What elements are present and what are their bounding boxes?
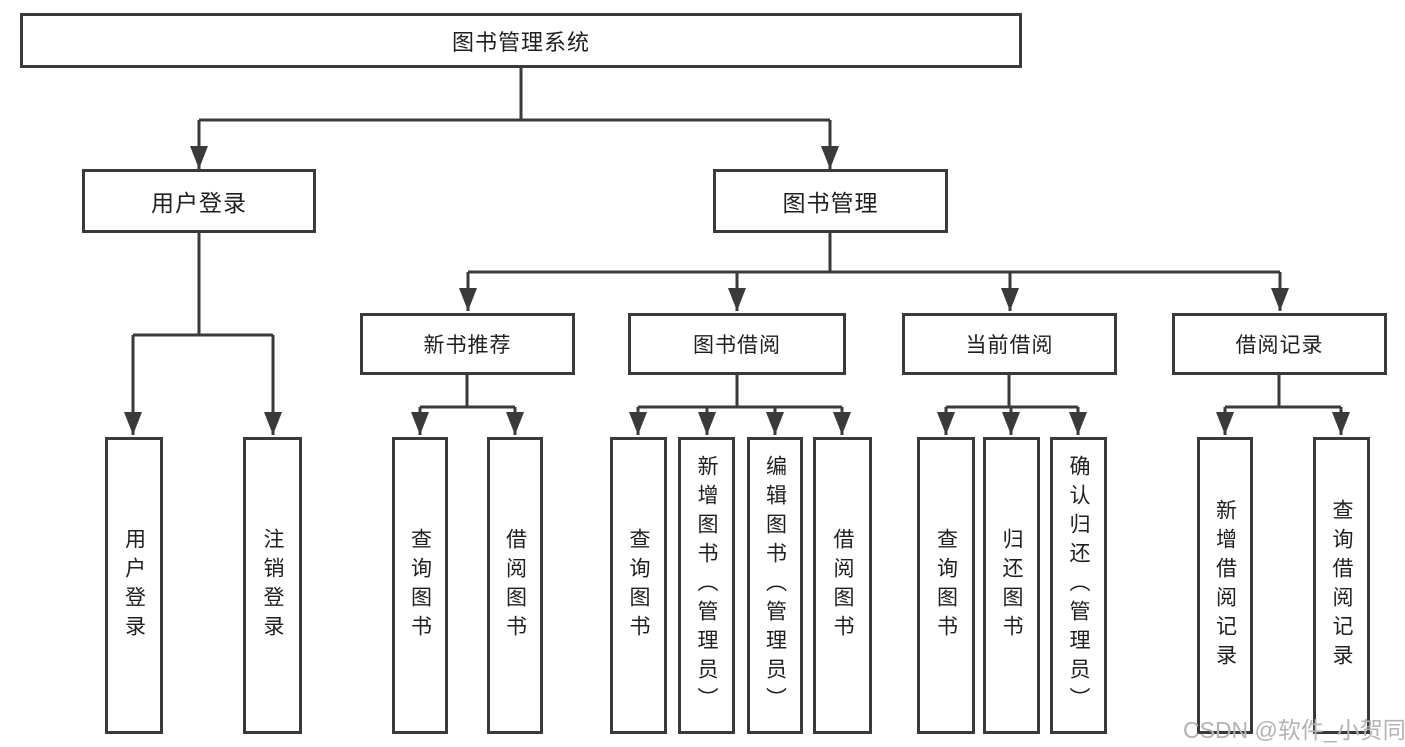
leaf-br-query-record-label: 查询借阅记录 — [1330, 498, 1353, 673]
csdn-watermark: CSDN @软件_小贺同学 — [1183, 717, 1405, 743]
leaf-cb-confirm-return-label: 确认归还（管理员） — [1067, 455, 1090, 716]
leaf-nbr-query-book-label: 查询图书 — [408, 527, 432, 644]
node-book-borrow: 图书借阅 — [628, 313, 846, 375]
leaf-user-login: 用户登录 — [105, 437, 163, 734]
leaf-bb-add-book: 新增图书（管理员） — [678, 437, 735, 734]
node-current-borrow: 当前借阅 — [902, 313, 1117, 375]
leaf-bb-add-book-label: 新增图书（管理员） — [695, 455, 718, 716]
leaf-cb-return-book-label: 归还图书 — [1000, 527, 1023, 644]
leaf-bb-borrow-book: 借阅图书 — [813, 437, 872, 734]
leaf-logout-label: 注销登录 — [261, 527, 284, 644]
node-root: 图书管理系统 — [20, 13, 1022, 68]
leaf-user-login-label: 用户登录 — [122, 527, 146, 644]
node-user-login-branch: 用户登录 — [82, 169, 316, 233]
leaf-nbr-borrow-book: 借阅图书 — [487, 437, 543, 734]
leaf-logout: 注销登录 — [243, 437, 302, 734]
leaf-bb-borrow-book-label: 借阅图书 — [831, 527, 854, 644]
leaf-br-add-record-label: 新增借阅记录 — [1213, 498, 1237, 673]
leaf-cb-query-book: 查询图书 — [917, 437, 975, 734]
leaf-nbr-borrow-book-label: 借阅图书 — [503, 527, 527, 644]
leaf-cb-return-book: 归还图书 — [983, 437, 1040, 734]
leaf-bb-edit-book-label: 编辑图书（管理员） — [763, 455, 787, 716]
node-new-book-recommend: 新书推荐 — [360, 313, 575, 375]
leaf-cb-confirm-return: 确认归还（管理员） — [1050, 437, 1107, 734]
leaf-bb-edit-book: 编辑图书（管理员） — [747, 437, 803, 734]
leaf-bb-query-book-label: 查询图书 — [627, 527, 650, 644]
leaf-bb-query-book: 查询图书 — [610, 437, 667, 734]
leaf-br-query-record: 查询借阅记录 — [1313, 437, 1370, 734]
leaf-br-add-record: 新增借阅记录 — [1197, 437, 1253, 734]
leaf-nbr-query-book: 查询图书 — [392, 437, 448, 734]
node-borrow-record: 借阅记录 — [1172, 313, 1387, 375]
node-book-management-branch: 图书管理 — [713, 169, 948, 233]
leaf-cb-query-book-label: 查询图书 — [934, 527, 958, 644]
